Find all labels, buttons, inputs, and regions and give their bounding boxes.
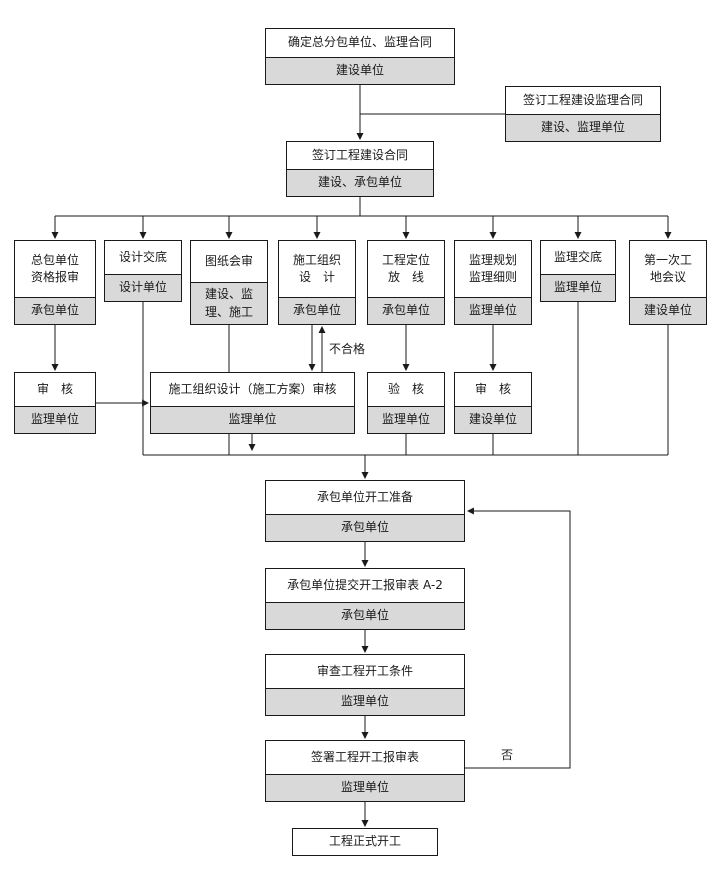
node-title: 签订工程建设监理合同 bbox=[506, 87, 660, 114]
node-sign-supervision-contract: 签订工程建设监理合同 建设、监理单位 bbox=[505, 86, 661, 142]
node-title: 工程正式开工 bbox=[293, 829, 437, 855]
node-general-contractor-qualification: 总包单位 资格报审 承包单位 bbox=[14, 240, 96, 325]
node-unit: 建设单位 bbox=[455, 406, 531, 433]
node-supervision-disclosure: 监理交底 监理单位 bbox=[540, 240, 616, 302]
node-unit: 建设、承包单位 bbox=[287, 169, 433, 196]
node-unit: 承包单位 bbox=[266, 514, 464, 541]
node-design-disclosure: 设计交底 设计单位 bbox=[104, 240, 182, 302]
node-first-site-meeting: 第一次工 地会议 建设单位 bbox=[629, 240, 707, 325]
node-submit-start-report-a2: 承包单位提交开工报审表 A-2 承包单位 bbox=[265, 568, 465, 630]
node-official-start: 工程正式开工 bbox=[292, 828, 438, 856]
node-review-start-conditions: 审查工程开工条件 监理单位 bbox=[265, 654, 465, 716]
node-title: 审 核 bbox=[455, 373, 531, 406]
node-review-by-owner: 审 核 建设单位 bbox=[454, 372, 532, 434]
node-title: 设计交底 bbox=[105, 241, 181, 274]
node-unit: 建设单位 bbox=[266, 57, 454, 84]
node-title: 监理规划 监理细则 bbox=[455, 241, 531, 297]
label-fail: 不合格 bbox=[328, 340, 367, 357]
node-unit: 建设、监理单位 bbox=[506, 114, 660, 141]
node-unit: 监理单位 bbox=[455, 297, 531, 324]
node-title: 承包单位提交开工报审表 A-2 bbox=[266, 569, 464, 602]
node-drawing-review: 图纸会审 建设、监 理、施工 bbox=[190, 240, 268, 325]
node-title: 总包单位 资格报审 bbox=[15, 241, 95, 297]
node-title: 签订工程建设合同 bbox=[287, 142, 433, 169]
node-unit: 承包单位 bbox=[279, 297, 355, 324]
node-determine-subcontract-supervision-contract: 确定总分包单位、监理合同 建设单位 bbox=[265, 28, 455, 85]
node-unit: 监理单位 bbox=[151, 406, 354, 433]
node-contractor-start-preparation: 承包单位开工准备 承包单位 bbox=[265, 480, 465, 542]
node-construction-plan-review: 施工组织设计（施工方案）审核 监理单位 bbox=[150, 372, 355, 434]
node-title: 承包单位开工准备 bbox=[266, 481, 464, 514]
node-unit: 监理单位 bbox=[266, 774, 464, 801]
node-unit: 建设单位 bbox=[630, 297, 706, 324]
node-unit: 监理单位 bbox=[15, 406, 95, 433]
node-unit: 承包单位 bbox=[368, 297, 444, 324]
node-unit: 建设、监 理、施工 bbox=[191, 282, 267, 324]
label-no: 否 bbox=[500, 746, 515, 763]
node-title: 第一次工 地会议 bbox=[630, 241, 706, 297]
node-review-by-supervisor: 审 核 监理单位 bbox=[14, 372, 96, 434]
node-title: 施工组织设计（施工方案）审核 bbox=[151, 373, 354, 406]
node-sign-construction-contract: 签订工程建设合同 建设、承包单位 bbox=[286, 141, 434, 197]
node-unit: 承包单位 bbox=[266, 602, 464, 629]
node-unit: 监理单位 bbox=[368, 406, 444, 433]
node-sign-start-report: 签署工程开工报审表 监理单位 bbox=[265, 740, 465, 802]
node-construction-organization-design: 施工组织 设 计 承包单位 bbox=[278, 240, 356, 325]
node-verification: 验 核 监理单位 bbox=[367, 372, 445, 434]
node-title: 签署工程开工报审表 bbox=[266, 741, 464, 774]
node-title: 确定总分包单位、监理合同 bbox=[266, 29, 454, 57]
node-site-positioning-setting-out: 工程定位 放 线 承包单位 bbox=[367, 240, 445, 325]
node-unit: 监理单位 bbox=[541, 274, 615, 301]
node-unit: 设计单位 bbox=[105, 274, 181, 301]
node-supervision-plan-detailed-rules: 监理规划 监理细则 监理单位 bbox=[454, 240, 532, 325]
node-title: 监理交底 bbox=[541, 241, 615, 274]
node-unit: 承包单位 bbox=[15, 297, 95, 324]
node-title: 验 核 bbox=[368, 373, 444, 406]
node-title: 审 核 bbox=[15, 373, 95, 406]
node-unit: 监理单位 bbox=[266, 688, 464, 715]
node-title: 工程定位 放 线 bbox=[368, 241, 444, 297]
node-title: 审查工程开工条件 bbox=[266, 655, 464, 688]
node-title: 施工组织 设 计 bbox=[279, 241, 355, 297]
node-title: 图纸会审 bbox=[191, 241, 267, 283]
